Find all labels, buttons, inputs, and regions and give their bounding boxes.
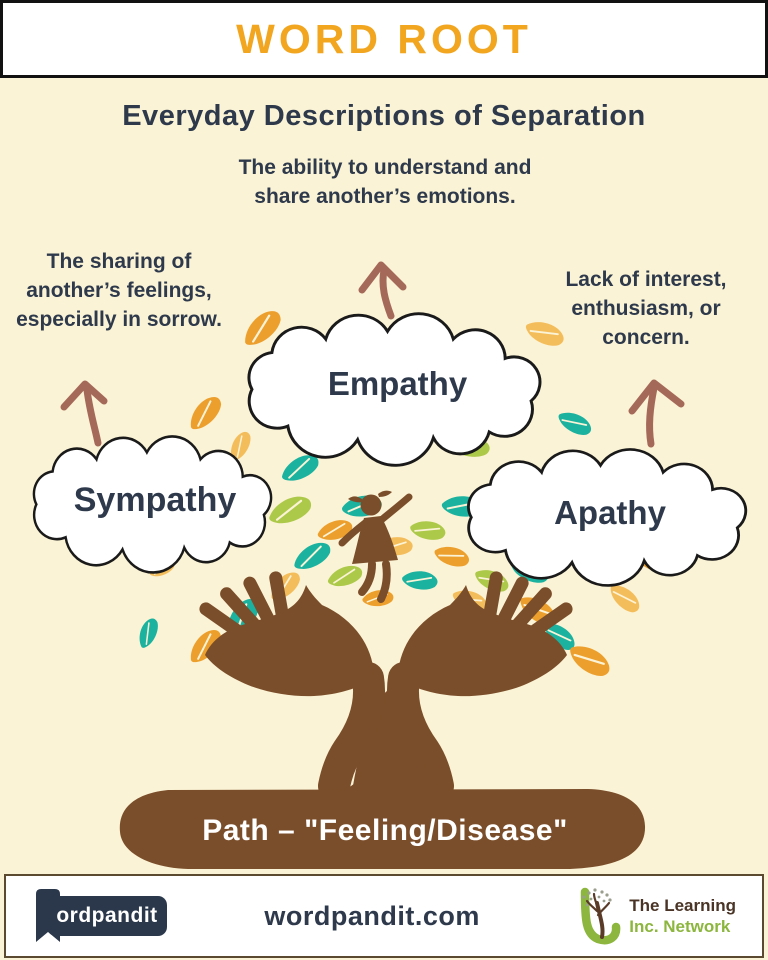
trunk-root-flare [330,764,460,794]
learning-tree-icon [581,887,621,945]
arrow-up-apathy-icon [628,379,685,448]
arrow-up-sympathy-icon [60,380,108,447]
sympathy-definition: The sharing of another’s feelings, espec… [16,250,222,331]
right-hand [398,570,575,786]
tree-hands-illustration [32,261,748,869]
section-title: Everyday Descriptions of Separation [122,100,646,132]
root-banner-shape [119,789,646,869]
apathy-definition: Lack of interest, enthusiasm, or concern… [565,268,727,349]
learning-network-line1: The Learning [629,895,736,915]
learning-network-logo: The Learning Inc. Network [576,885,736,947]
page-title: WORD ROOT [236,15,532,62]
apathy-label: Apathy [554,494,666,531]
site-url: wordpandit.com [264,900,480,931]
empathy-label: Empathy [327,365,468,402]
main-area: Everyday Descriptions of Separation The … [0,78,768,874]
header-banner: WORD ROOT [0,0,768,78]
empathy-definition: The ability to understand and share anot… [238,156,532,208]
sympathy-label: Sympathy [73,480,237,519]
arrow-up-empathy-icon [358,261,407,320]
left-hand [197,570,374,786]
learning-network-line2: Inc. Network [629,917,731,936]
wordpandit-logo: ordpandit [32,887,168,945]
child-figure [338,490,413,603]
root-banner-text: Path – "Feeling/Disease" [202,814,568,847]
footer-bar: ordpandit wordpandit.com The Learning In… [4,874,764,958]
wordpandit-logo-text: ordpandit [47,896,167,936]
